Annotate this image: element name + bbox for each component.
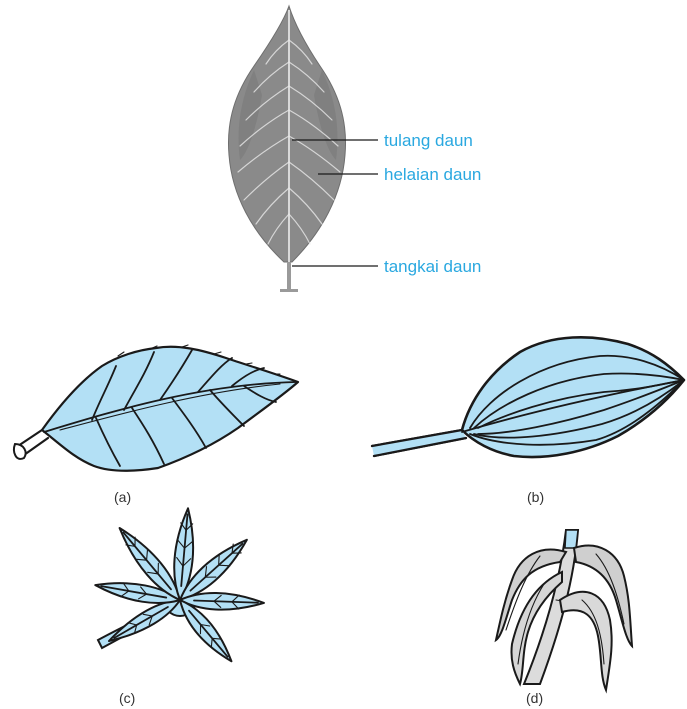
figure-a-label: (a) [114, 489, 131, 505]
leaf-palmate-c [94, 508, 264, 667]
leaf-pinnate-a [14, 345, 298, 471]
midrib-label: tulang daun [384, 131, 473, 150]
blade-label: helaian daun [384, 165, 481, 184]
figure-c-label: (c) [119, 690, 135, 706]
leaf-photo-petiole [287, 262, 291, 290]
leaf-a-petiole-end [14, 444, 26, 459]
grass-leaves-d [496, 530, 632, 690]
petiole-label: tangkai daun [384, 257, 481, 276]
leaf-photo [228, 6, 345, 292]
leaf-curved-b [372, 337, 684, 457]
figure-b-label: (b) [527, 489, 544, 505]
figure-d-label: (d) [526, 690, 543, 706]
leaf-c-lobes [94, 508, 264, 667]
leaf-a-blade [42, 347, 298, 471]
